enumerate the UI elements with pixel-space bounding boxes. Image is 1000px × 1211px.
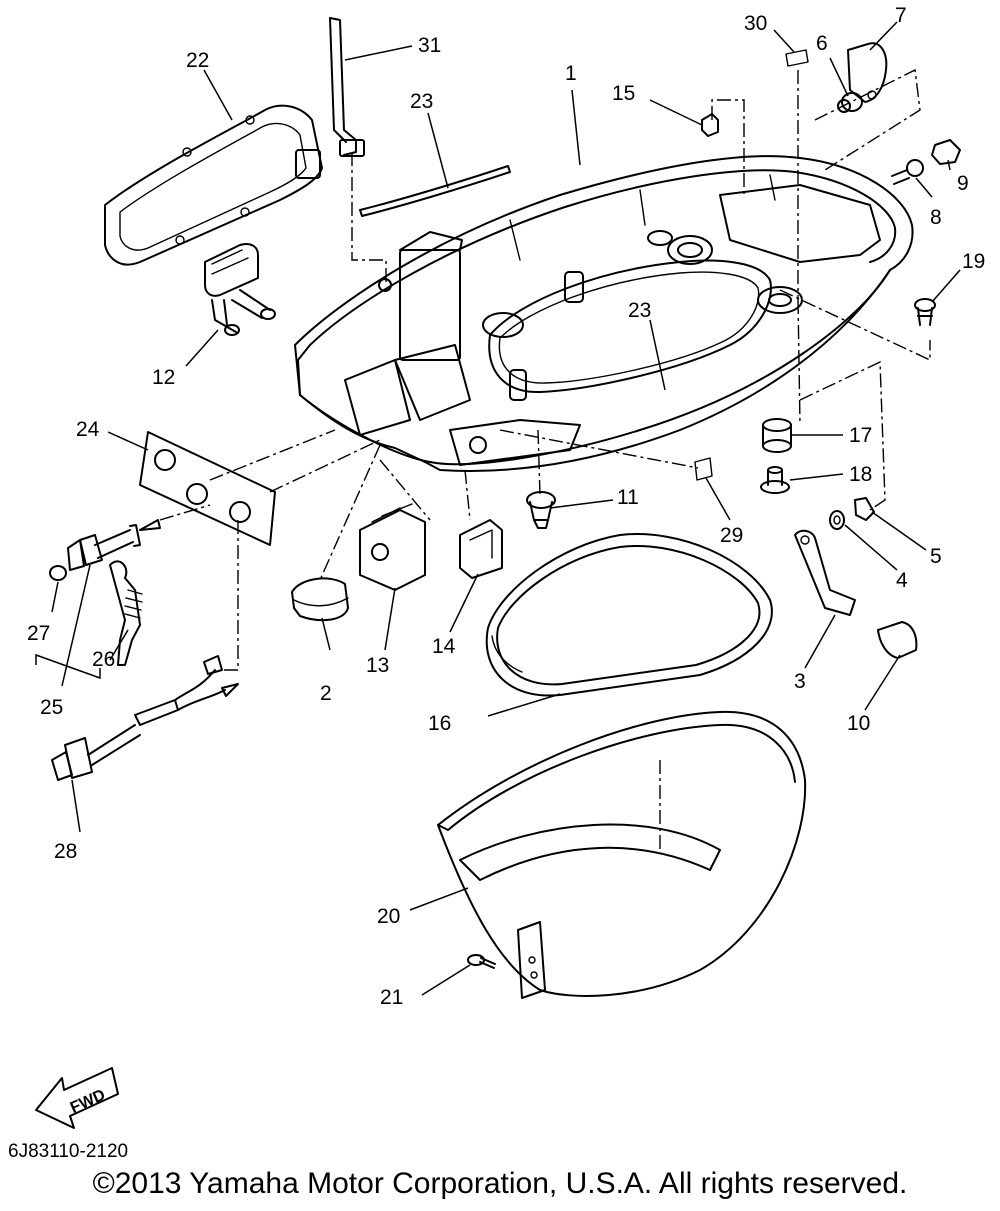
callout-25: 25 — [40, 696, 63, 719]
nut-5-part — [854, 497, 875, 521]
rubber-strip-part — [359, 165, 511, 217]
callout-28: 28 — [54, 840, 77, 863]
callout-14: 14 — [432, 635, 456, 658]
clip-part — [459, 519, 503, 579]
callout-13: 13 — [366, 654, 389, 677]
bolt-19-part — [914, 298, 936, 326]
drawing-code: 6J83110-2120 — [8, 1141, 129, 1162]
callout-23-upper: 23 — [410, 90, 433, 113]
callout-leaders — [35, 21, 961, 996]
washer-4-part — [829, 510, 845, 530]
callout-3: 3 — [794, 670, 806, 693]
lower-cover-part — [437, 710, 807, 999]
callout-24: 24 — [76, 418, 100, 441]
callout-8: 8 — [930, 206, 942, 229]
label-29-part — [694, 457, 713, 481]
callout-4: 4 — [896, 569, 908, 592]
rubber-seal-part — [359, 503, 426, 591]
screw-21-part — [467, 954, 496, 969]
callout-21: 21 — [380, 986, 403, 1009]
cable-connector-part — [51, 655, 239, 781]
callout-22: 22 — [186, 49, 209, 72]
copyright-notice: ©2013 Yamaha Motor Corporation, U.S.A. A… — [92, 1167, 908, 1200]
label-30-part — [785, 49, 809, 67]
lock-lever-part — [204, 243, 276, 336]
bracket-3-part — [794, 529, 856, 616]
grommet-17-part — [762, 418, 792, 453]
seal-ring-part — [485, 533, 773, 697]
callout-1: 1 — [565, 62, 577, 85]
callout-7: 7 — [895, 4, 907, 27]
bushing-6-part — [837, 92, 863, 113]
callout-10: 10 — [847, 712, 870, 735]
callout-17: 17 — [849, 424, 872, 447]
callout-numbers: 1 2 3 4 5 6 7 8 9 10 11 12 13 14 15 16 1… — [27, 4, 985, 1009]
stop-cord-part — [109, 560, 143, 666]
callout-20: 20 — [377, 905, 400, 928]
stop-switch-part — [67, 519, 161, 571]
callout-27: 27 — [27, 622, 50, 645]
callout-30: 30 — [744, 12, 767, 35]
callout-12: 12 — [152, 366, 175, 389]
collar-18-part — [760, 466, 790, 494]
bolt-8-part — [891, 159, 924, 185]
callout-18: 18 — [849, 463, 872, 486]
callout-26: 26 — [92, 648, 115, 671]
cap-10-part — [877, 621, 918, 659]
callout-23-lower: 23 — [628, 299, 651, 322]
callout-19: 19 — [962, 250, 985, 273]
fitting-15-part — [701, 113, 719, 137]
plate-part — [139, 431, 276, 546]
callout-15: 15 — [612, 82, 635, 105]
bottom-cowling-part — [294, 155, 914, 472]
grommet-11-part — [526, 491, 556, 529]
assembly-guide-lines — [159, 68, 931, 850]
callout-6: 6 — [816, 32, 828, 55]
callout-11: 11 — [617, 486, 639, 509]
callout-16: 16 — [428, 712, 451, 735]
wire-clip-part — [329, 17, 365, 157]
callout-31: 31 — [418, 34, 441, 57]
nut-9-part — [931, 139, 961, 165]
cap-part — [49, 565, 67, 581]
top-cover-part — [104, 104, 323, 266]
callout-5: 5 — [930, 545, 942, 568]
grommet-part — [291, 577, 349, 622]
callout-2: 2 — [320, 682, 332, 705]
forward-arrow-icon: FWD — [35, 1067, 119, 1129]
fwd-label: FWD — [68, 1087, 108, 1117]
callout-9: 9 — [957, 172, 969, 195]
callout-29: 29 — [720, 524, 743, 547]
